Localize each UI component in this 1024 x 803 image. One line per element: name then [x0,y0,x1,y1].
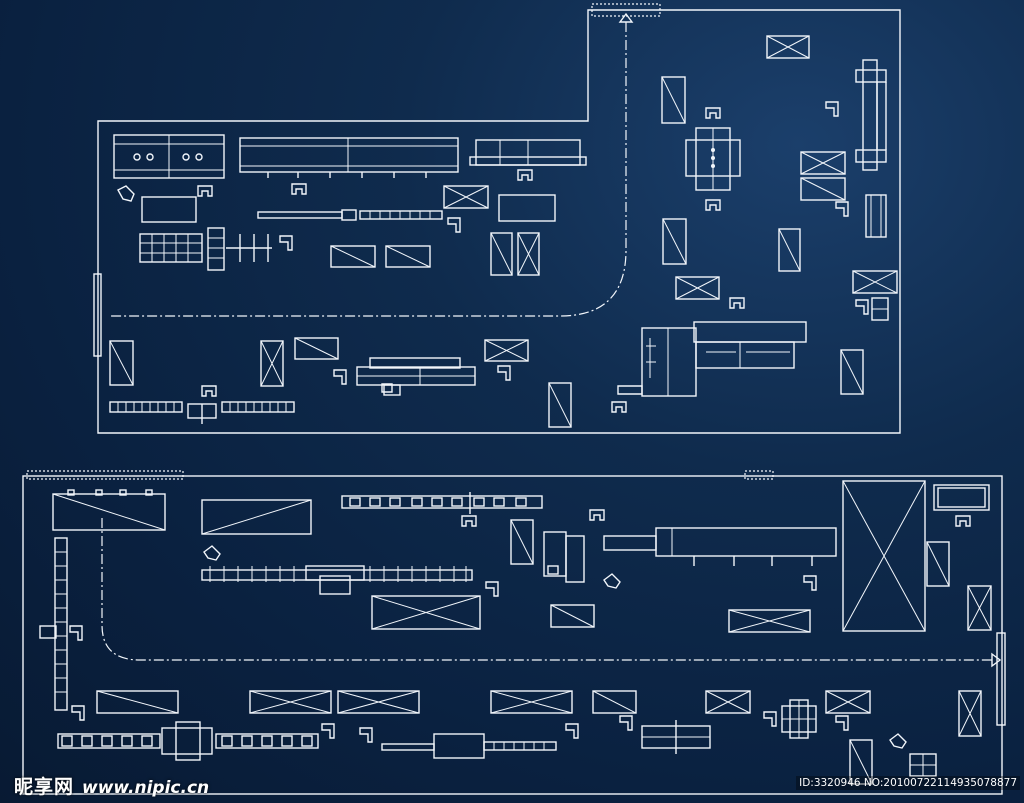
conveyor-line-7 [57,705,373,761]
conveyor-line-5 [341,492,543,527]
conveyor-line-6 [201,545,473,595]
lower-right-gate [996,632,1006,726]
lower-top-gate-2 [744,470,774,480]
storage-box-icon [109,35,898,428]
upper-aisle-line [110,22,627,317]
cross-table [641,720,711,754]
slide-table [356,357,476,396]
conveyor-line-4 [109,401,295,424]
loading-station [39,489,166,711]
upper-workshop-outline [97,9,901,434]
conveyor-line-1 [239,137,459,178]
vertical-press [855,59,889,321]
watermark-brand-text: 昵享网 [14,776,75,798]
aisle-arrow-icon [991,652,1002,668]
conveyor-line-3 [257,209,443,221]
storage-bay [842,480,990,632]
cross-machine [685,127,741,191]
press-line-lower [381,715,633,759]
grid-machine [763,699,937,777]
rack-assembly [139,227,272,271]
press-machine-1 [113,134,225,179]
upper-top-gate [591,3,661,17]
storage-box-icon [443,185,489,209]
work-table-3 [201,499,312,535]
lower-workshop [22,470,1006,795]
upper-left-gate [93,273,102,357]
assembly-line-upper [617,321,807,397]
watermark-brand: 昵享网 www.nipic.cn [14,772,209,799]
upper-workshop [93,3,901,434]
work-table-1 [141,196,197,223]
gate-arrow-icon [618,12,634,23]
watermark-image-id: ID:3320946 NO:20100722114935078877 [796,776,1020,790]
extrusion-line [485,509,837,597]
operator-robot-icon [117,101,869,413]
lower-workshop-outline [22,475,1003,795]
storage-box-icon [96,519,992,785]
lower-aisle-line [101,518,994,661]
work-table-2 [498,194,556,222]
lower-top-gate [26,470,184,480]
conveyor-line-2 [469,139,587,166]
watermark-url: www.nipic.cn [82,778,210,798]
